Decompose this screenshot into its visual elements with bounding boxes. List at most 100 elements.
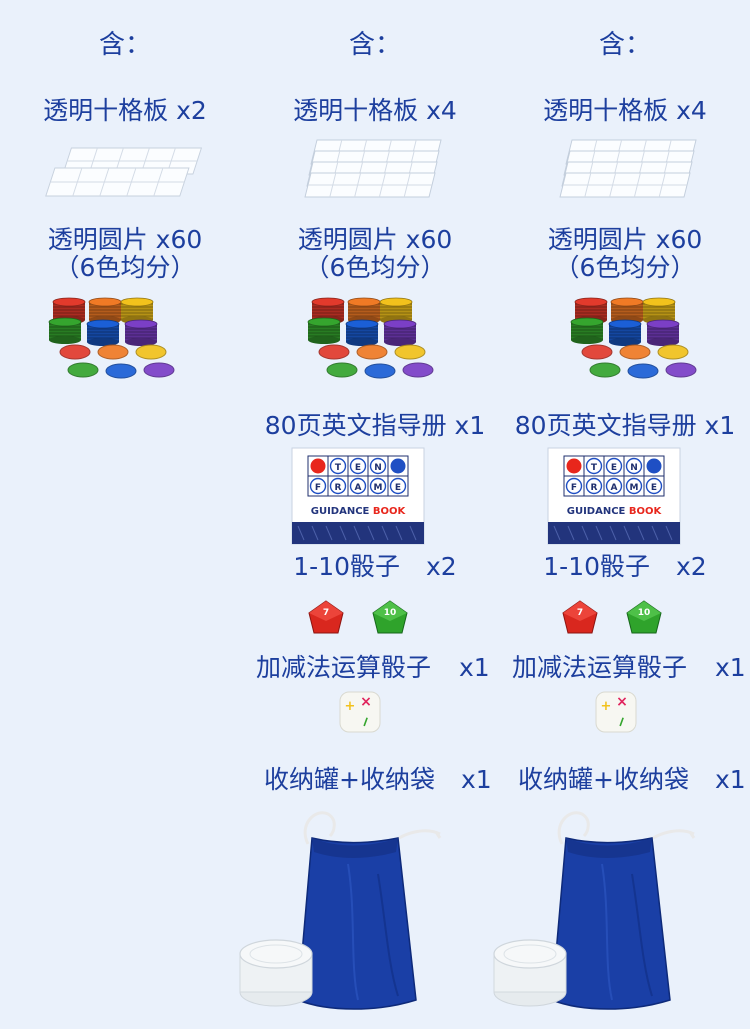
frame-counter — [369, 477, 387, 495]
frame-counter — [369, 457, 387, 475]
die-number: 7 — [577, 608, 583, 618]
ten-frame-boards-image — [45, 147, 203, 197]
dice-qty: x2 — [676, 552, 707, 581]
op-plus: + — [345, 699, 356, 714]
loose-chip-3 — [326, 362, 358, 378]
frame-letter: E — [651, 483, 657, 493]
storage-qty: x1 — [714, 765, 746, 794]
product-column-2: 含： 透明十格板 x4 透明圆片 x60 （6色均分） 80页英文指导册 x1 … — [239, 0, 500, 1029]
guidance-book-image: T E N F R A M E GUIDANCE BOOK — [291, 447, 425, 545]
loose-chip-2 — [135, 344, 167, 360]
frame-letter: T — [591, 463, 598, 473]
op-times: × — [360, 694, 372, 710]
item-boards-label: 透明十格板 x4 — [293, 96, 457, 125]
column-header: 含： — [598, 30, 651, 60]
loose-chip-1 — [356, 344, 388, 360]
item-chips-label-line2: （6色均分） — [54, 253, 196, 282]
bag-fold — [631, 873, 653, 997]
storage-qty: x1 — [460, 765, 492, 794]
chip-stack-0 — [574, 297, 608, 324]
die-body — [595, 691, 637, 733]
ten-frame-boards-image — [304, 139, 442, 198]
loose-chip-4 — [364, 363, 396, 379]
frame-counter — [565, 477, 583, 495]
op-dice-name: 加减法运算骰子 — [512, 653, 688, 682]
column-header: 含： — [348, 30, 401, 60]
bag-cord-left — [557, 811, 590, 845]
chip-stack-3 — [307, 317, 341, 344]
item-chips-label-line1: 透明圆片 x60 — [297, 225, 453, 254]
op-plus: + — [601, 699, 612, 714]
chip-stack-1 — [88, 297, 122, 324]
frame-counter — [585, 457, 603, 475]
item-chips-label-line1: 透明圆片 x60 — [47, 225, 203, 254]
item-chips-label-line2: （6色均分） — [554, 253, 696, 282]
frame-letter: A — [355, 483, 362, 493]
frame-counter — [605, 477, 623, 495]
op-times: × — [616, 694, 628, 710]
bag-body — [297, 837, 417, 1010]
frame-letter: R — [591, 483, 598, 493]
book-title: GUIDANCE BOOK — [567, 506, 663, 517]
frame-counter — [625, 477, 643, 495]
frame-letter: E — [395, 483, 401, 493]
item-boards-label: 透明十格板 x2 — [43, 96, 207, 125]
frame-counter — [329, 457, 347, 475]
frame-counter — [389, 477, 407, 495]
book-title: GUIDANCE BOOK — [311, 506, 407, 517]
book-footer-band — [292, 522, 424, 544]
chip-stack-3 — [570, 317, 604, 344]
item-book-label: 80页英文指导册 x1 — [514, 411, 736, 440]
frame-counter — [605, 457, 623, 475]
jar-lid-ring — [503, 944, 557, 964]
frame-counter — [349, 457, 367, 475]
loose-chip-0 — [318, 344, 350, 360]
loose-chip-1 — [97, 344, 129, 360]
product-column-3: 含： 透明十格板 x4 透明圆片 x60 （6色均分） 80页英文指导册 x1 … — [493, 0, 750, 1029]
dice-qty: x2 — [426, 552, 457, 581]
loose-chip-4 — [105, 363, 137, 379]
frame-letter: E — [355, 463, 361, 473]
jar-lid — [493, 939, 567, 969]
loose-chip-5 — [402, 362, 434, 378]
bag-cord-left — [303, 811, 336, 845]
storage-bag-and-jar-image — [493, 811, 696, 1010]
jar-lid-ring — [249, 944, 303, 964]
bag-top-hem — [312, 838, 398, 858]
frame-letter: F — [315, 483, 321, 493]
bag-body — [551, 837, 671, 1010]
color-chips-image — [570, 297, 697, 379]
frame-counter — [646, 458, 662, 474]
loose-chip-1 — [619, 344, 651, 360]
loose-chip-3 — [67, 362, 99, 378]
book-footer-band — [548, 522, 680, 544]
chip-stack-3 — [48, 317, 82, 344]
frame-letter: M — [374, 483, 383, 493]
jar-lid — [239, 939, 313, 969]
chip-stack-4 — [86, 319, 120, 346]
frame-counter — [625, 457, 643, 475]
frame-counter — [645, 477, 663, 495]
frame-letter: F — [571, 483, 577, 493]
operation-die-image: +×− — [339, 691, 381, 733]
frame-counter — [349, 477, 367, 495]
chip-stack-5 — [124, 319, 158, 346]
frame-letter: T — [335, 463, 342, 473]
loose-chip-0 — [581, 344, 613, 360]
die-number: 10 — [638, 608, 651, 618]
chip-stack-2 — [642, 297, 676, 324]
frame-letter: N — [374, 463, 382, 473]
frame-counter — [566, 458, 582, 474]
frame-letter: R — [335, 483, 342, 493]
color-chips-image — [307, 297, 434, 379]
loose-chip-3 — [589, 362, 621, 378]
op-dice-qty: x1 — [715, 653, 746, 682]
die-number: 10 — [384, 608, 397, 618]
frame-letter: N — [630, 463, 638, 473]
frame-counter — [390, 458, 406, 474]
